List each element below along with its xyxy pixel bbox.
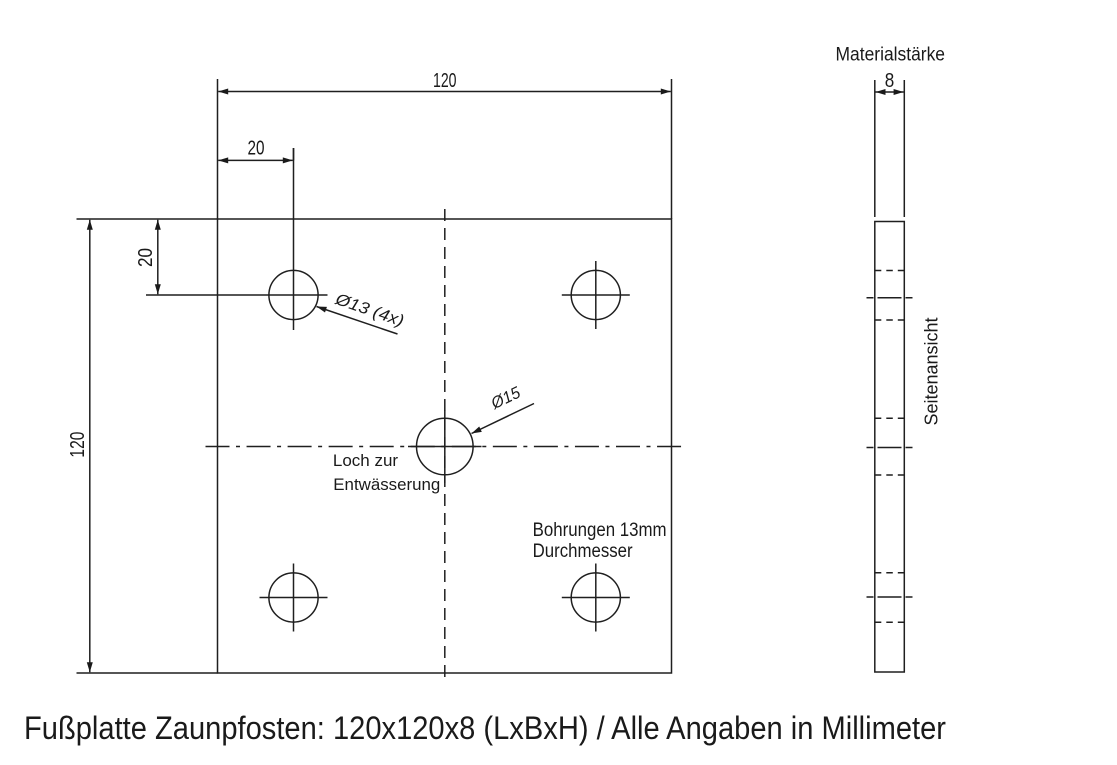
svg-text:Fußplatte Zaunpfosten: 120x120: Fußplatte Zaunpfosten: 120x120x8 (LxBxH)… [24, 710, 946, 746]
svg-text:8: 8 [885, 70, 895, 92]
svg-text:120: 120 [67, 432, 89, 458]
svg-text:Bohrungen 13mm: Bohrungen 13mm [533, 519, 667, 541]
svg-text:20: 20 [248, 138, 265, 160]
svg-text:Entwässerung: Entwässerung [333, 475, 440, 494]
svg-text:Ø15: Ø15 [488, 383, 524, 413]
svg-text:20: 20 [135, 248, 157, 267]
svg-text:Materialstärke: Materialstärke [836, 45, 946, 66]
svg-text:Seitenansicht: Seitenansicht [922, 318, 942, 426]
svg-text:Durchmesser: Durchmesser [533, 540, 633, 562]
svg-text:Loch zur: Loch zur [333, 451, 399, 470]
svg-text:120: 120 [433, 70, 457, 92]
